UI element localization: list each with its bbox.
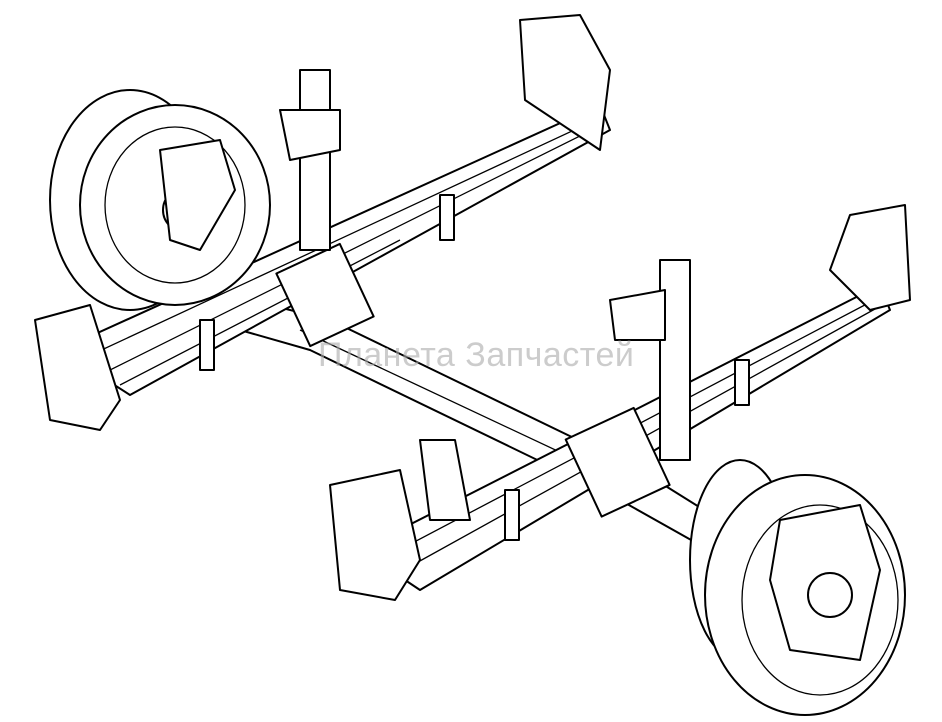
right-leaf-spring bbox=[359, 284, 891, 591]
left-shock-absorber bbox=[279, 69, 341, 251]
left-brake-drum bbox=[49, 89, 271, 311]
right-shock-absorber bbox=[609, 259, 691, 461]
left-leaf-spring bbox=[59, 104, 611, 396]
spring-brackets bbox=[34, 14, 911, 601]
watermark: Планета Запчастей bbox=[318, 336, 635, 374]
right-brake-drum bbox=[689, 459, 906, 716]
